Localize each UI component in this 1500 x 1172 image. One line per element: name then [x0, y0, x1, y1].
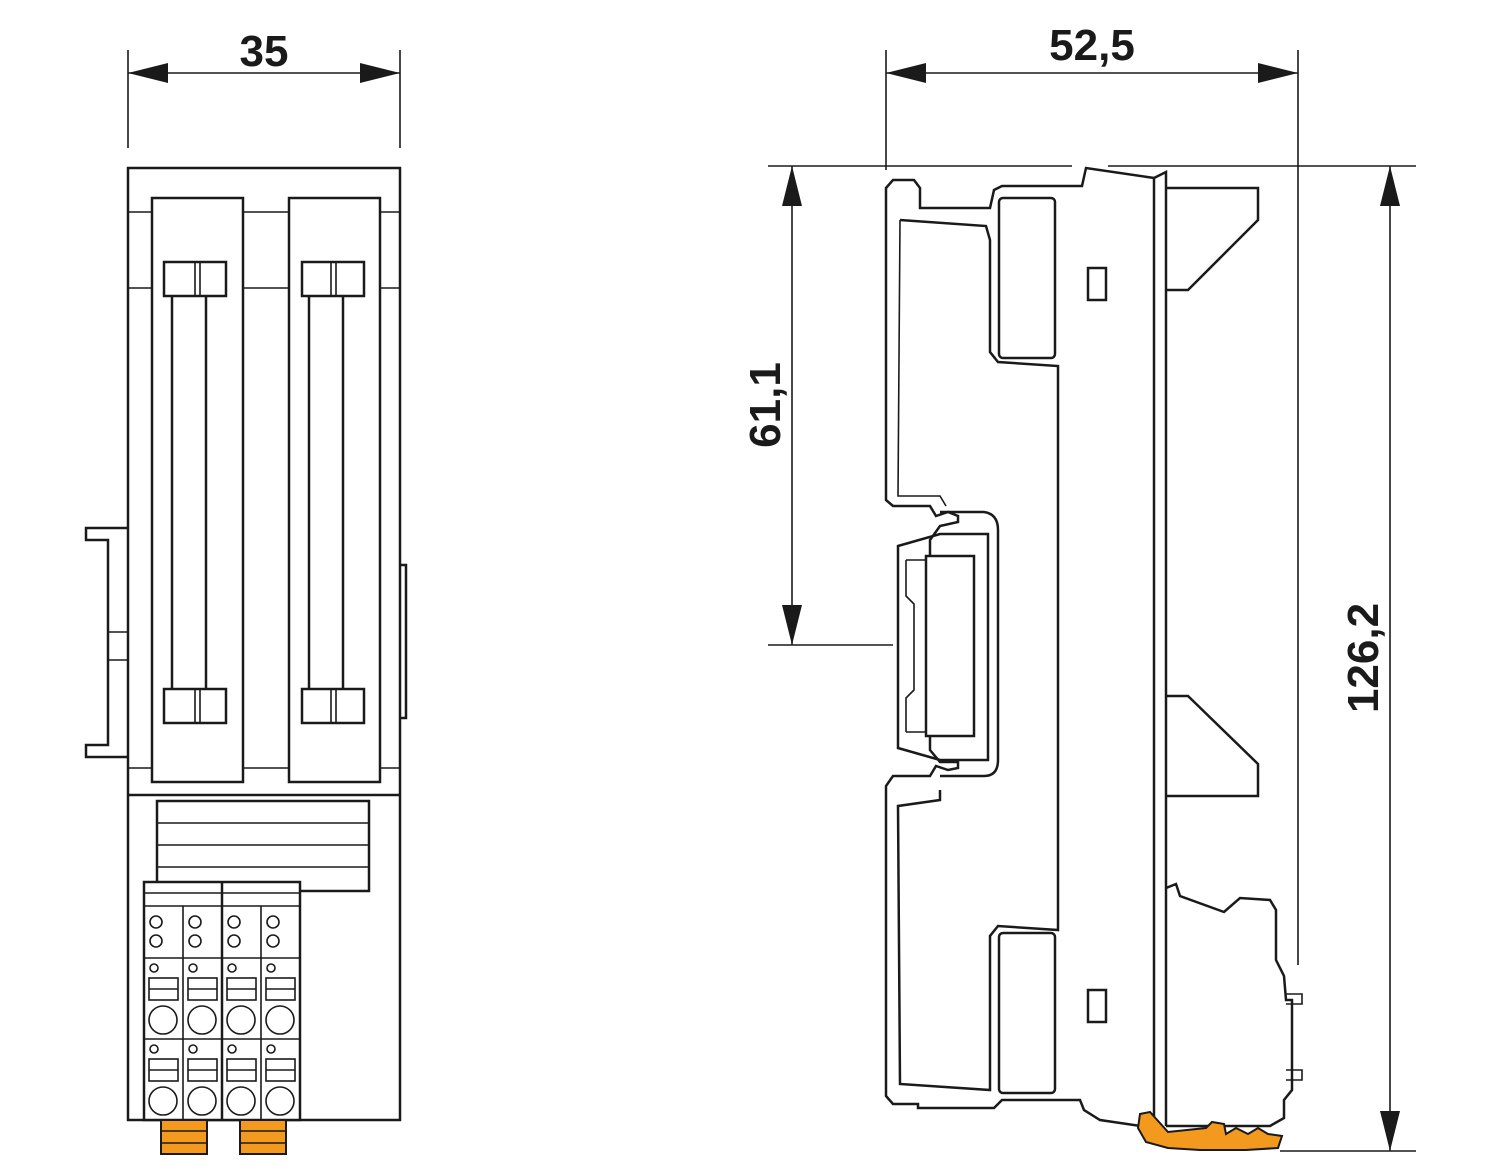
terminal-test-point: [227, 915, 241, 929]
terminal-test-point: [266, 934, 280, 948]
din-rail-clip: [940, 510, 1000, 778]
terminal-wire-entry[interactable]: [265, 1086, 295, 1116]
side-profile-right: [1153, 169, 1260, 1126]
side-housing-outline: [884, 166, 1156, 1130]
terminal-test-point: [149, 915, 163, 929]
dimension-label-61-1: 61,1: [741, 362, 790, 448]
dimension-front-width: 35: [127, 27, 401, 148]
terminal-wire-entry[interactable]: [187, 1005, 217, 1035]
terminal-test-point: [149, 934, 163, 948]
dimension-side-width: 52,5: [885, 21, 1299, 965]
release-lever-side[interactable]: [1136, 1110, 1284, 1151]
terminal-indicator: [188, 963, 198, 973]
dimension-label-35: 35: [240, 27, 289, 76]
terminal-indicator: [266, 1044, 276, 1054]
terminal-wire-entry[interactable]: [187, 1086, 217, 1116]
dimension-label-52-5: 52,5: [1049, 21, 1135, 70]
release-lever-right[interactable]: [239, 1119, 287, 1155]
fuse-holder-2: [287, 196, 382, 784]
terminal-indicator: [149, 963, 159, 973]
terminal-wire-entry[interactable]: [226, 1005, 256, 1035]
terminal-indicator: [227, 963, 237, 973]
dimension-label-126-2: 126,2: [1339, 603, 1388, 713]
terminal-test-point: [266, 915, 280, 929]
terminal-indicator: [149, 1044, 159, 1054]
front-view: 35: [84, 27, 408, 1155]
terminal-test-point: [227, 934, 241, 948]
terminal-test-point: [188, 915, 202, 929]
terminal-profile-lower: [1165, 882, 1294, 1128]
terminal-cells: [148, 915, 296, 1116]
terminal-wire-entry[interactable]: [148, 1005, 178, 1035]
terminal-test-point: [188, 934, 202, 948]
terminal-wire-entry[interactable]: [265, 1005, 295, 1035]
terminal-indicator: [266, 963, 276, 973]
side-view: 52,5 61,1 126,2: [741, 21, 1416, 1152]
terminal-wire-entry[interactable]: [148, 1086, 178, 1116]
release-lever-left[interactable]: [160, 1119, 208, 1155]
dimension-rail-height: 61,1: [741, 165, 1416, 646]
terminal-wire-entry[interactable]: [226, 1086, 256, 1116]
marker-strip: [155, 799, 371, 893]
terminal-indicator: [227, 1044, 237, 1054]
rail-clip-left: [84, 526, 128, 759]
dimension-total-height: 126,2: [1280, 166, 1416, 1152]
terminal-indicator: [188, 1044, 198, 1054]
fuse-holder-1: [150, 196, 245, 784]
